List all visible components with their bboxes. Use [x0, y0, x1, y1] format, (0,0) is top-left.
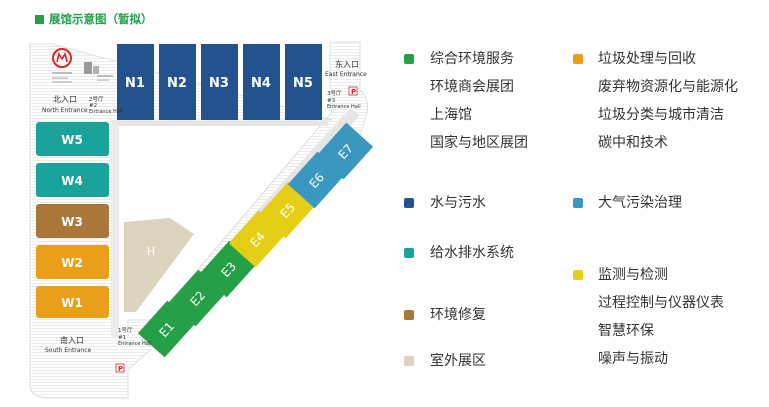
legend-label: 垃圾分类与城市清洁	[598, 107, 724, 123]
legend-swatch	[573, 198, 583, 208]
east-entrance-en: East Entrance	[325, 71, 367, 78]
hall-e1[interactable]: E1	[137, 300, 195, 358]
hall2-en: Entrance Hall	[89, 109, 123, 115]
venue-map: N1 N2 N3 N4 N5 W5 W4 W3 W2 W1 H E1 E2 E3…	[29, 41, 374, 399]
outdoor-area-h-label: H	[147, 245, 155, 258]
hall-w2[interactable]	[36, 245, 109, 279]
hall-e7[interactable]: E7	[316, 122, 374, 180]
legend-label: 水与污水	[430, 195, 486, 211]
parking-south-label: P	[118, 365, 123, 373]
hall-n3-label: N3	[209, 76, 229, 91]
hall-n5[interactable]	[285, 44, 322, 120]
north-corridor	[118, 121, 328, 126]
legend-label: 环境商会展团	[430, 79, 514, 95]
legend-label: 智慧环保	[598, 323, 654, 339]
south-entrance-en: South Entrance	[45, 347, 92, 354]
hall-n1[interactable]	[117, 44, 154, 120]
hall1-cn: 1号厅	[118, 327, 133, 334]
legend-swatch	[573, 270, 583, 280]
north-entrance-cn: 北入口	[53, 95, 77, 104]
hall-n2[interactable]	[159, 44, 196, 120]
hotel-icon	[84, 62, 113, 81]
legend-label: 过程控制与仪器仪表	[598, 295, 724, 311]
page-title: 展馆示意图（暂拟）	[49, 12, 153, 26]
hall-n5-label: N5	[293, 76, 313, 91]
hall3-en: Entrance Hall	[327, 104, 361, 110]
legend-label: 综合环境服务	[430, 51, 514, 67]
west-corridor	[112, 120, 119, 336]
hall1-num: #1	[118, 335, 126, 341]
hall-n4[interactable]	[243, 44, 280, 120]
hall-w4[interactable]	[36, 163, 109, 197]
legend-label: 给水排水系统	[430, 245, 514, 261]
outdoor-area-h[interactable]	[124, 218, 194, 312]
legend-swatch	[404, 310, 414, 320]
legend-swatch	[404, 356, 414, 366]
legend-label: 废弃物资源化与能源化	[598, 79, 738, 95]
hall-w5[interactable]	[36, 122, 109, 156]
legend-label: 环境修复	[430, 307, 486, 323]
legend-swatch	[404, 54, 414, 64]
title-row: 展馆示意图（暂拟）	[35, 11, 153, 27]
hall-w1[interactable]	[36, 286, 109, 318]
hall1-en: Entrance Hall	[118, 341, 152, 347]
hall-w4-label: W4	[61, 174, 83, 188]
hall-w1-label: W1	[61, 296, 83, 310]
legend-label: 国家与地区展团	[430, 135, 528, 151]
legend-label: 监测与检测	[598, 267, 668, 283]
hall3-num: #3	[327, 98, 336, 104]
hall-e2[interactable]: E2	[168, 269, 226, 327]
parking-east-icon	[348, 86, 358, 96]
hall-w3-label: W3	[61, 215, 83, 229]
legend-label: 碳中和技术	[598, 135, 668, 151]
parking-south-icon	[115, 363, 125, 373]
hall2-cn: 2号厅	[89, 96, 104, 103]
legend-label: 大气污染治理	[598, 195, 682, 211]
hall3-cn: 3号厅	[327, 90, 342, 97]
legend-swatch	[404, 248, 414, 258]
hall-w3[interactable]	[36, 204, 109, 238]
hall-w2-label: W2	[61, 256, 83, 270]
legend-swatch	[404, 198, 414, 208]
east-entrance-cn: 东入口	[335, 59, 359, 69]
metro-logo	[52, 48, 72, 83]
legend-label: 室外展区	[430, 353, 486, 369]
legend-label: 垃圾处理与回收	[598, 51, 696, 67]
legend-label: 噪声与振动	[598, 351, 668, 367]
north-entrance-en: North Entrance	[42, 107, 88, 114]
parking-east-label: P	[351, 88, 356, 96]
hall-w5-label: W5	[61, 133, 83, 147]
hall-n4-label: N4	[251, 76, 271, 91]
hall-n1-label: N1	[125, 76, 145, 91]
legend-label: 上海馆	[430, 107, 472, 123]
title-marker-icon	[35, 14, 44, 24]
hall2-num: #2	[89, 103, 97, 109]
south-entrance-cn: 南入口	[60, 335, 84, 345]
hall-n2-label: N2	[167, 76, 187, 91]
legend-swatch	[573, 54, 583, 64]
hall-n3[interactable]	[201, 44, 238, 120]
